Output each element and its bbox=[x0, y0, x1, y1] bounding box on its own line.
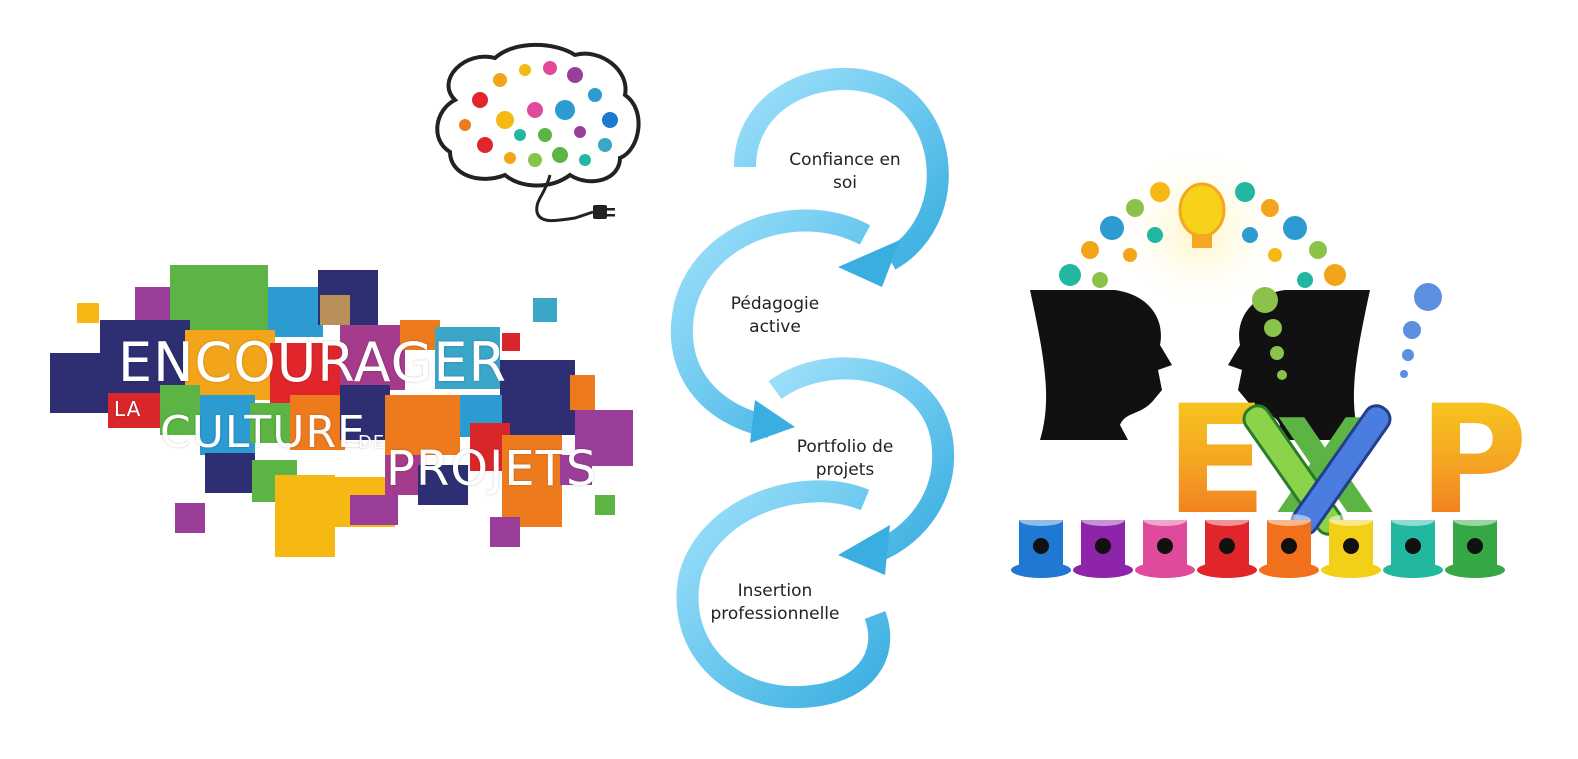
flow-arrow-1 bbox=[734, 67, 949, 287]
flow-step-4-line1: Insertion bbox=[737, 581, 813, 601]
brain-illustration bbox=[425, 40, 655, 235]
eye-icon bbox=[1219, 538, 1235, 554]
pot-2 bbox=[1073, 514, 1133, 578]
mosaic-word-la: LA bbox=[114, 397, 142, 421]
flow-arrow-2 bbox=[670, 209, 871, 443]
pot-4 bbox=[1197, 514, 1257, 578]
right-head-silhouette bbox=[1228, 290, 1370, 440]
flow-step-1-line1: Confiance en bbox=[789, 150, 901, 170]
pot-3 bbox=[1135, 514, 1195, 578]
left-head-silhouette bbox=[1030, 290, 1172, 440]
encourager-culture-projets-mosaic: ENCOURAGER LA CULTURE DE PROJETS bbox=[40, 255, 640, 575]
mosaic-word-culture: CULTURE bbox=[160, 407, 366, 458]
flow-step-3-label: Portfolio de projets bbox=[770, 436, 920, 482]
mosaic-word-de: DE bbox=[358, 432, 386, 453]
light-bulb-icon bbox=[1178, 182, 1226, 248]
leaf-icon bbox=[1467, 538, 1483, 554]
flow-step-4-line2: professionnelle bbox=[710, 604, 840, 624]
pot-8 bbox=[1445, 514, 1505, 578]
running-person-icon bbox=[1157, 538, 1173, 554]
flow-step-1-line2: soi bbox=[833, 173, 857, 193]
exp-illustration: E X P bbox=[990, 140, 1545, 580]
flow-step-1-label: Confiance en soi bbox=[770, 149, 920, 195]
flow-arrow-4 bbox=[676, 480, 891, 709]
gears-arc bbox=[1059, 182, 1346, 288]
pot-5 bbox=[1259, 514, 1319, 578]
mosaic-word-projets: PROJETS bbox=[386, 441, 598, 497]
flow-step-2-line1: Pédagogie bbox=[730, 294, 820, 314]
pot-7 bbox=[1383, 514, 1443, 578]
exp-graphic: E X P bbox=[1011, 140, 1528, 578]
flow-step-4-label: Insertion professionnelle bbox=[700, 580, 850, 626]
flow-step-3-line2: projets bbox=[815, 460, 875, 480]
flow-step-2-label: Pédagogie active bbox=[700, 293, 850, 339]
pot-1 bbox=[1011, 514, 1071, 578]
square-root-icon bbox=[1281, 538, 1297, 554]
colored-pots-row bbox=[1011, 514, 1505, 578]
flow-step-2-line2: active bbox=[749, 317, 801, 337]
mosaic-word-encourager: ENCOURAGER bbox=[118, 331, 508, 394]
people-icon bbox=[1343, 538, 1359, 554]
flow-cycle-diagram: Confiance en soi Pédagogie active Portfo… bbox=[650, 55, 970, 720]
meditation-icon bbox=[1405, 538, 1421, 554]
flow-arrow-3 bbox=[768, 357, 955, 575]
music-note-icon bbox=[1095, 538, 1111, 554]
flow-step-3-line1: Portfolio de bbox=[796, 437, 894, 457]
bubbles bbox=[1252, 283, 1442, 380]
pot-6 bbox=[1321, 514, 1381, 578]
brain-icon bbox=[435, 42, 641, 223]
flow-arrows bbox=[670, 67, 955, 709]
mosaic-squares bbox=[50, 265, 633, 557]
text-icon bbox=[1033, 538, 1049, 554]
